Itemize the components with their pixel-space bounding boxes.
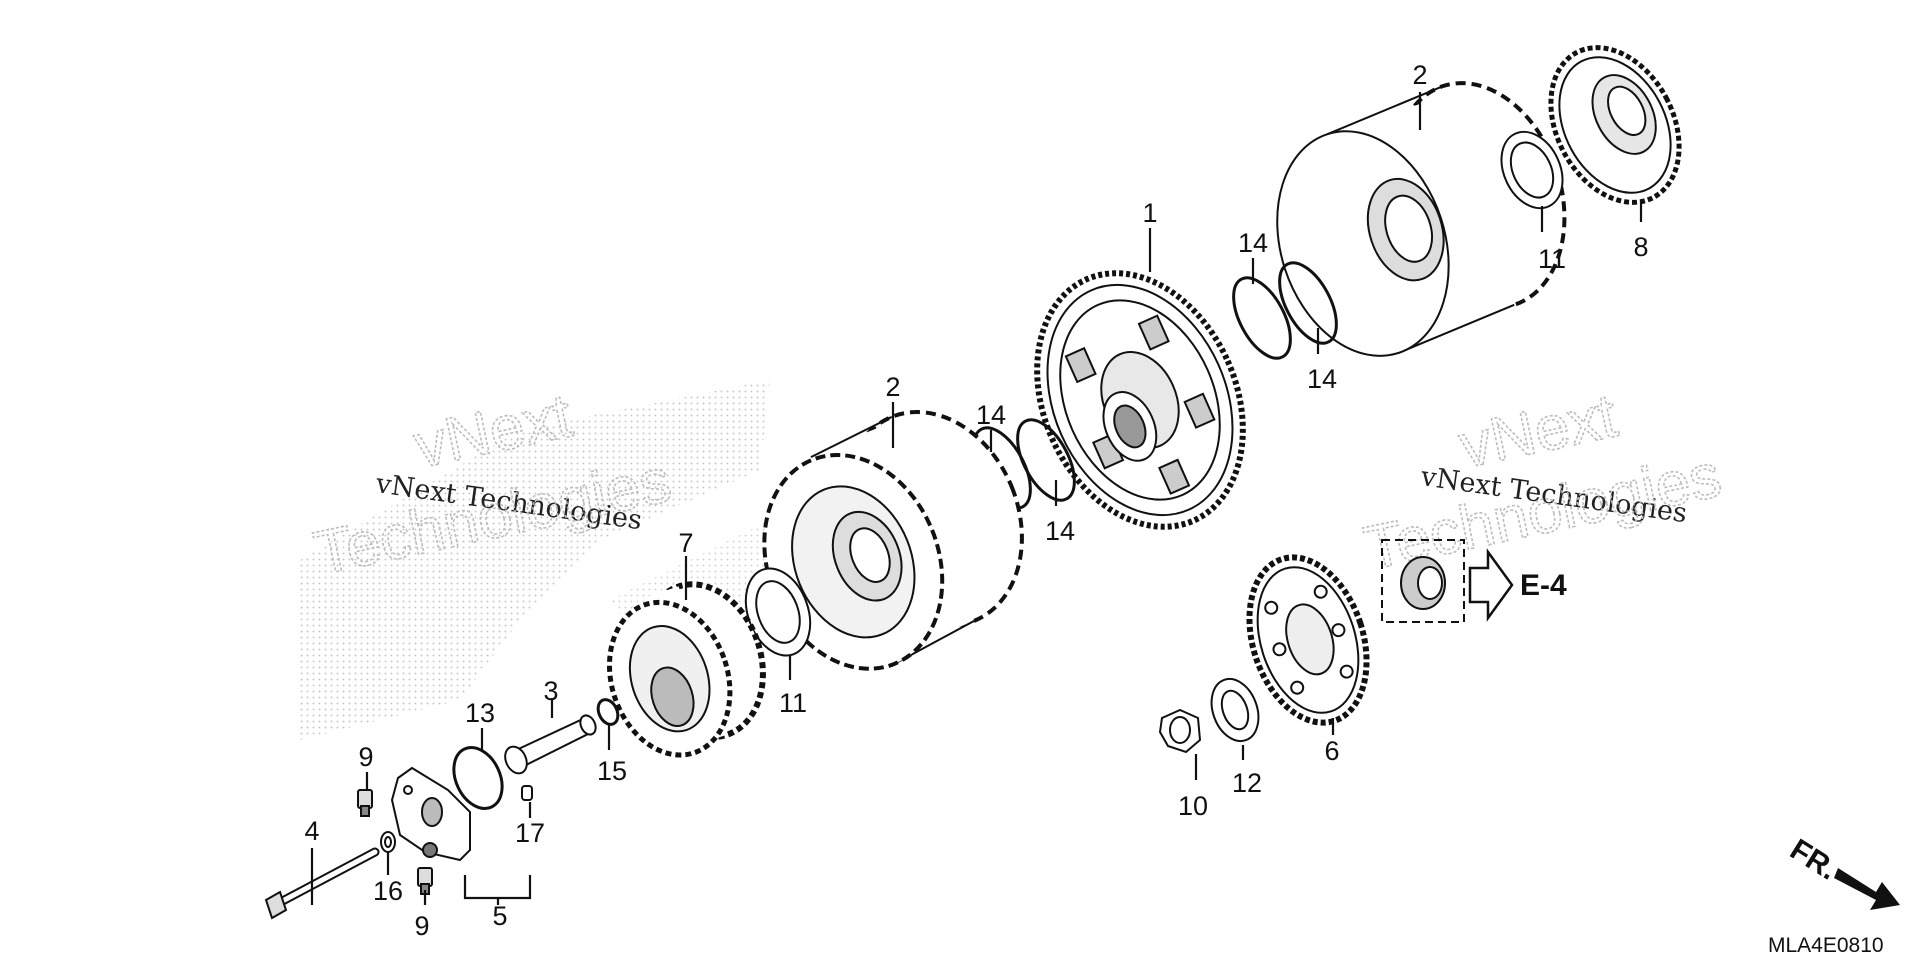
callout-11-upper: 11 [1538,244,1566,274]
part-4-long-bolt [264,847,380,920]
part-5-plate-assembly [390,766,471,862]
part-13-o-ring [452,746,504,810]
part-17-dowel-pin [521,785,533,801]
callout-10: 10 [1178,791,1208,821]
part-12-washer [1210,678,1260,742]
part-11-thrust-washer-upper [1500,130,1564,210]
callout-4: 4 [304,816,319,846]
front-direction-arrow [1834,868,1900,910]
front-direction-label: FR. [1784,833,1842,887]
callout-14-lower-left: 14 [976,400,1006,430]
front-direction-indicator: FR. [1784,833,1900,910]
callout-14-lower-right: 14 [1045,516,1075,546]
callout-15: 15 [597,756,627,786]
callout-3: 3 [543,676,558,706]
part-2-clutch-drum-lower [762,410,1024,671]
callout-17: 17 [515,818,545,848]
callout-6: 6 [1324,736,1339,766]
reference-box [1381,539,1465,623]
callout-7: 7 [678,528,693,558]
callout-9-upper: 9 [358,742,373,772]
part-3-pipe [504,714,597,775]
callout-14-upper-left: 14 [1238,228,1268,258]
callout-11-lower: 11 [779,688,807,718]
part-1-large-gear [1034,270,1246,530]
callout-13: 13 [465,698,495,728]
callout-2-upper: 2 [1412,60,1427,90]
reference-arrow [1468,548,1514,622]
part-10-nut [1158,708,1202,754]
callout-2-lower: 2 [885,372,900,402]
callout-9-lower: 9 [414,911,429,941]
callout-16: 16 [373,876,403,906]
callout-14-upper-right: 14 [1307,364,1337,394]
part-14-snap-ring-upper-right [1278,261,1338,345]
part-7-gear [606,581,766,758]
part-15-o-ring [596,698,620,726]
part-14-snap-ring-upper-left [1232,276,1292,360]
callout-1: 1 [1142,198,1157,228]
part-9-bolt-upper [357,789,373,817]
watermark-right: vNext vNext Technologies Technologies [1358,380,1728,584]
part-6-gear [1246,554,1370,726]
part-14-snap-ring-lower-right [1016,418,1076,502]
reference-label: E-4 [1520,569,1567,602]
diagram-code: MLA4E0810 [1768,934,1884,957]
part-11-thrust-washer-lower [744,567,812,657]
part-8-gear [1548,45,1682,205]
leader-lines [310,92,1643,905]
part-16-washer [380,831,396,853]
callout-12: 12 [1232,768,1262,798]
callout-8: 8 [1633,232,1648,262]
callout-5: 5 [492,901,507,931]
